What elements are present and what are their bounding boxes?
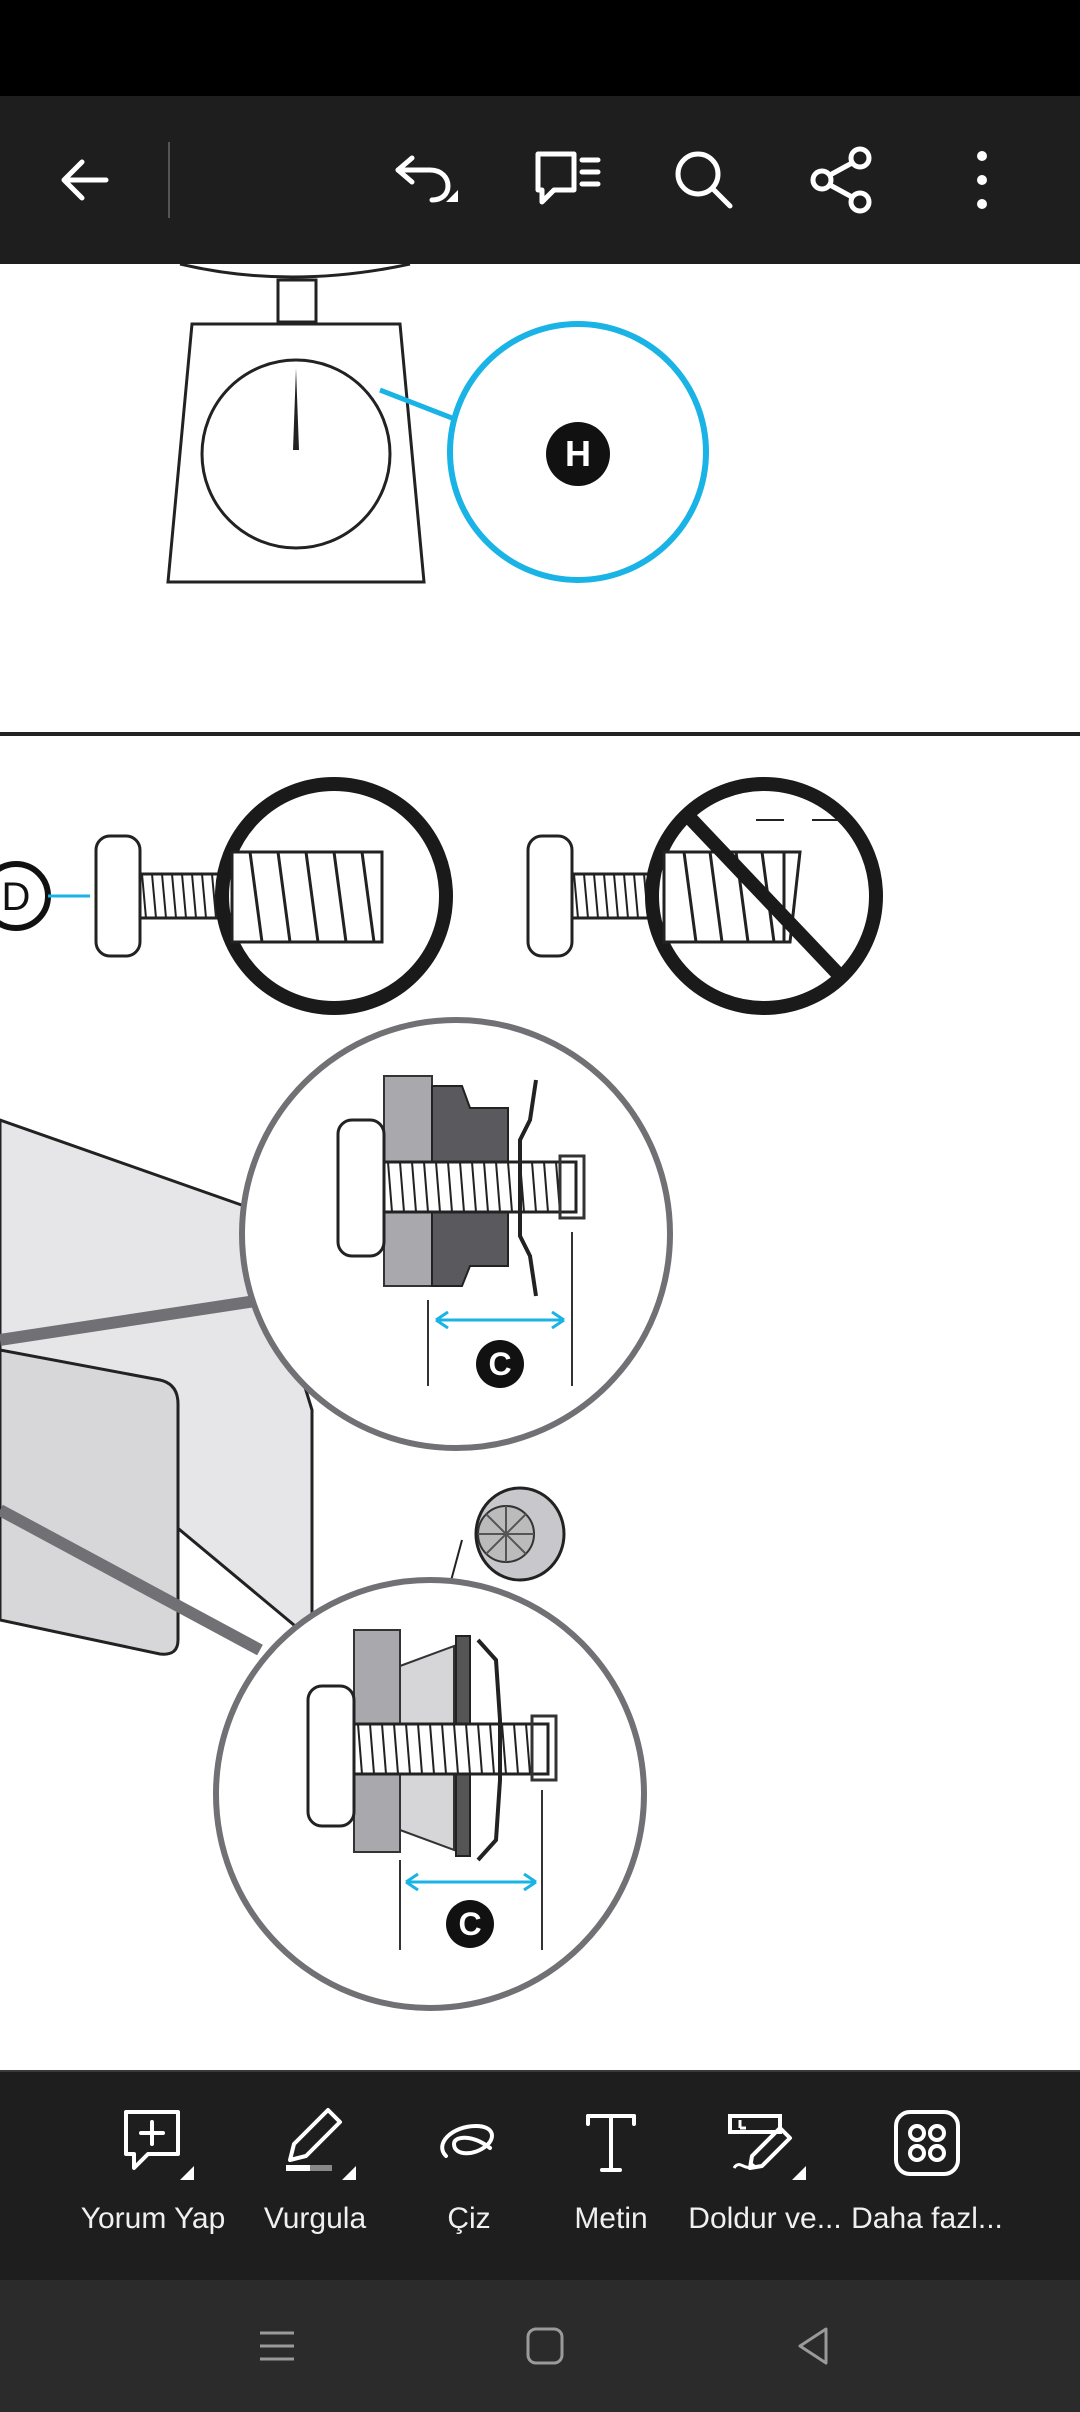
tv-panel: [0, 1118, 314, 1656]
search-icon: [675, 151, 733, 209]
menu-lines-icon: [260, 2331, 294, 2361]
fill-sign-icon: [728, 2114, 806, 2180]
toolbar-divider: [168, 142, 170, 218]
more-vertical-icon: [977, 151, 987, 209]
tool-highlight-label: Vurgula: [263, 2202, 367, 2235]
tool-fill-sign-label: Doldur ve...: [688, 2202, 842, 2235]
nav-recents-button[interactable]: [232, 2306, 322, 2386]
tool-draw-label: Çiz: [447, 2202, 491, 2235]
document-page[interactable]: H D: [0, 264, 1080, 2070]
share-button[interactable]: [798, 136, 886, 224]
back-arrow-icon: [61, 159, 109, 201]
nav-back-button[interactable]: [768, 2306, 858, 2386]
back-triangle-icon: [798, 2327, 828, 2365]
tool-highlight[interactable]: Vurgula: [230, 2098, 400, 2258]
undo-button[interactable]: [380, 136, 468, 224]
home-square-icon: [526, 2327, 564, 2365]
top-toolbar: [0, 96, 1080, 266]
scale-figure: [166, 264, 709, 584]
undo-icon: [395, 155, 458, 203]
spacer-part: [427, 1486, 566, 1667]
comments-button[interactable]: [524, 136, 612, 224]
callout-h: H: [546, 422, 610, 486]
share-icon: [810, 146, 872, 214]
text-icon: [586, 2114, 636, 2172]
bottom-toolbar: Yorum Yap Vurgula Çiz Metin: [0, 2070, 1080, 2282]
status-bar: [0, 0, 1080, 96]
callout-h-label: H: [565, 433, 591, 474]
screw-incorrect: [526, 777, 883, 1015]
nav-home-button[interactable]: [500, 2306, 590, 2386]
tool-more-label: Daha fazl...: [851, 2202, 1003, 2235]
callout-c-bottom-label: C: [458, 1906, 481, 1942]
more-grid-icon: [894, 2110, 960, 2176]
screw-correct: [0, 777, 453, 1015]
tool-fill-sign[interactable]: Doldur ve...: [680, 2098, 850, 2258]
tool-comment-label: Yorum Yap: [80, 2202, 226, 2235]
tool-more[interactable]: Daha fazl...: [842, 2098, 1012, 2258]
tool-comment[interactable]: Yorum Yap: [68, 2098, 238, 2258]
tool-draw[interactable]: Çiz: [384, 2098, 554, 2258]
highlight-pen-icon: [286, 2108, 356, 2180]
search-button[interactable]: [660, 136, 748, 224]
comment-add-icon: [124, 2110, 194, 2180]
back-button[interactable]: [40, 136, 128, 224]
tool-text-label: Metin: [574, 2202, 648, 2235]
system-nav-bar: [0, 2280, 1080, 2412]
draw-loop-icon: [440, 2123, 494, 2158]
assembly-illustration: H D: [0, 264, 1080, 2011]
comments-list-icon: [535, 151, 601, 205]
zoom-detail-bottom: C: [213, 1577, 647, 2011]
tool-text[interactable]: Metin: [526, 2098, 696, 2258]
zoom-detail-top: C: [239, 1017, 673, 1451]
callout-d-label: D: [2, 875, 31, 919]
callout-c-top-label: C: [488, 1346, 511, 1382]
more-options-button[interactable]: [938, 136, 1026, 224]
